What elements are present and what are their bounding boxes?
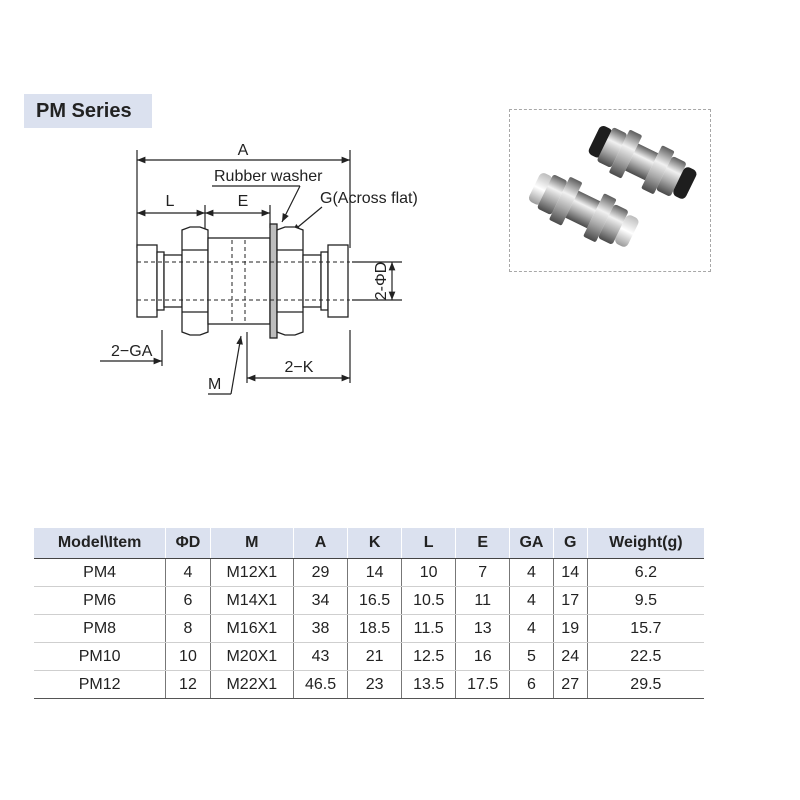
table-cell: 13 (455, 614, 510, 643)
table-cell: 14 (347, 558, 402, 587)
table-cell: 4 (509, 614, 554, 643)
table-cell: 14 (552, 558, 588, 587)
table-cell: M16X1 (209, 614, 294, 643)
table-cell: 21 (347, 642, 402, 671)
table-cell: 10 (165, 642, 211, 671)
table-cell: 11.5 (401, 614, 456, 643)
spec-table: Model\Item ΦD M A K L E GA G Weight(g) P… (34, 528, 704, 699)
dim-label-k: 2−K (285, 359, 314, 376)
table-cell: 6 (509, 670, 554, 699)
table-cell: M22X1 (209, 670, 294, 699)
table-cell: 5 (509, 642, 554, 671)
table-cell: PM12 (34, 670, 166, 699)
table-cell: 8 (165, 614, 211, 643)
table-cell: 4 (509, 558, 554, 587)
table-cell: 15.7 (586, 614, 704, 643)
table-row: PM4 4 M12X1 29 14 10 7 4 14 6.2 (34, 558, 704, 587)
table-row: PM12 12 M22X1 46.5 23 13.5 17.5 6 27 29.… (34, 670, 704, 699)
dim-label-ga: 2−GA (111, 343, 153, 360)
column-header-weight: Weight(g) (586, 528, 704, 559)
table-cell: 12.5 (401, 642, 456, 671)
table-cell: 9.5 (586, 586, 704, 615)
table-cell: 27 (552, 670, 588, 699)
table-cell: 17.5 (455, 670, 510, 699)
table-cell: 11 (455, 586, 510, 615)
table-cell: PM4 (34, 558, 166, 587)
table-cell: 4 (165, 558, 211, 587)
table-cell: M12X1 (209, 558, 294, 587)
table-cell: PM10 (34, 642, 166, 671)
fittings-illustration (528, 126, 697, 247)
table-cell: PM6 (34, 586, 166, 615)
table-cell: 29.5 (586, 670, 704, 699)
table-cell: 16 (455, 642, 510, 671)
table-cell: 38 (292, 614, 348, 643)
column-header-m: M (209, 528, 294, 559)
table-cell: 18.5 (347, 614, 402, 643)
dim-label-l: L (166, 193, 175, 210)
dim-label-d: 2-ΦD (373, 262, 390, 301)
table-cell: 7 (455, 558, 510, 587)
product-photo (509, 109, 711, 272)
table-cell: 13.5 (401, 670, 456, 699)
column-header-e: E (455, 528, 510, 559)
table-cell: 6 (165, 586, 211, 615)
table-cell: 16.5 (347, 586, 402, 615)
table-cell: 10.5 (401, 586, 456, 615)
dim-label-m: M (208, 376, 221, 393)
table-cell: 24 (552, 642, 588, 671)
across-flat-label: G(Across flat) (320, 190, 418, 207)
dim-label-a: A (238, 142, 249, 159)
dim-label-e: E (238, 193, 249, 210)
technical-drawing: A Rubber washer L E G(Across flat) 2-ΦD … (100, 142, 418, 395)
table-cell: 12 (165, 670, 211, 699)
page-title: PM Series (24, 94, 152, 128)
table-header-row: Model\Item ΦD M A K L E GA G Weight(g) (34, 528, 704, 559)
table-cell: M14X1 (209, 586, 294, 615)
rubber-washer-label: Rubber washer (214, 168, 323, 185)
table-row: PM8 8 M16X1 38 18.5 11.5 13 4 19 15.7 (34, 614, 704, 643)
table-cell: PM8 (34, 614, 166, 643)
table-cell: 6.2 (586, 558, 704, 587)
column-header-k: K (347, 528, 402, 559)
table-cell: 22.5 (586, 642, 704, 671)
column-header-model: Model\Item (34, 528, 166, 559)
table-cell: 17 (552, 586, 588, 615)
table-cell: 43 (292, 642, 348, 671)
table-cell: 10 (401, 558, 456, 587)
table-cell: 46.5 (292, 670, 348, 699)
column-header-g: G (552, 528, 588, 559)
column-header-a: A (292, 528, 348, 559)
table-row: PM6 6 M14X1 34 16.5 10.5 11 4 17 9.5 (34, 586, 704, 615)
table-cell: 29 (292, 558, 348, 587)
column-header-l: L (401, 528, 456, 559)
table-cell: 23 (347, 670, 402, 699)
table-cell: 34 (292, 586, 348, 615)
column-header-ga: GA (509, 528, 554, 559)
table-row: PM10 10 M20X1 43 21 12.5 16 5 24 22.5 (34, 642, 704, 671)
table-cell: M20X1 (209, 642, 294, 671)
table-cell: 4 (509, 586, 554, 615)
column-header-d: ΦD (165, 528, 211, 559)
table-cell: 19 (552, 614, 588, 643)
